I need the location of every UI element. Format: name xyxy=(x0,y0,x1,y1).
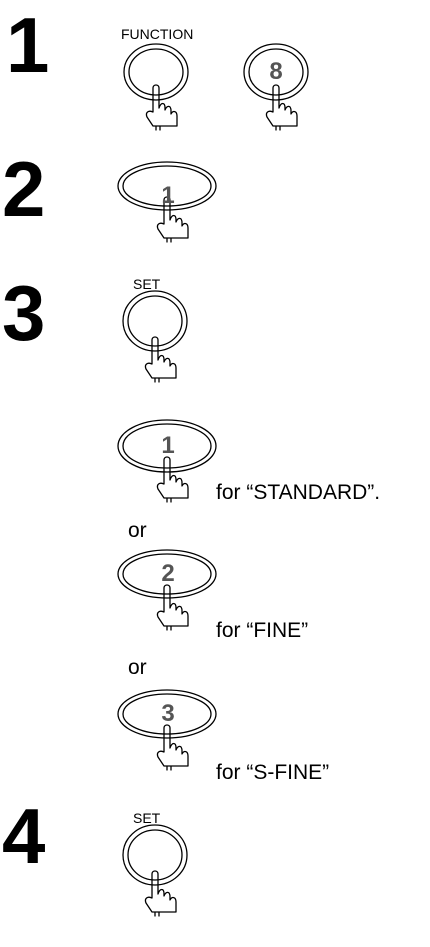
option-key-1[interactable]: 1 xyxy=(116,418,217,518)
pressing-hand-icon xyxy=(117,161,217,243)
step-number-2: 2 xyxy=(2,145,46,233)
function-key-label: FUNCTION xyxy=(121,26,194,42)
function-key[interactable] xyxy=(120,40,190,140)
pressing-hand-icon xyxy=(122,824,188,917)
step-number-3: 3 xyxy=(2,269,46,357)
pressing-hand-icon xyxy=(243,43,309,131)
option-text-s-fine: for “S-FINE” xyxy=(216,761,330,784)
set-key-label: SET xyxy=(133,276,161,292)
key-8[interactable]: 8 xyxy=(240,40,314,140)
pressing-hand-icon xyxy=(122,290,188,383)
option-key-2[interactable]: 2 xyxy=(116,549,217,650)
option-text-standard: for “STANDARD”. xyxy=(216,481,381,504)
key-1[interactable]: 1 xyxy=(116,160,217,260)
option-key-2-label: 2 xyxy=(161,560,175,587)
key-1-label: 1 xyxy=(161,182,175,209)
option-key-3-label: 3 xyxy=(161,700,175,727)
pressing-hand-icon xyxy=(117,419,217,503)
key-8-label: 8 xyxy=(269,58,283,85)
or-text: or xyxy=(128,656,147,679)
pressing-hand-icon xyxy=(123,43,189,131)
option-text-fine: for “FINE” xyxy=(216,619,309,642)
or-text: or xyxy=(128,519,147,542)
pressing-hand-icon xyxy=(117,549,217,631)
step-number-1: 1 xyxy=(6,1,50,89)
step-number-4: 4 xyxy=(2,792,46,880)
option-key-1-label: 1 xyxy=(161,432,175,459)
set-key[interactable] xyxy=(120,288,190,388)
set-key-label: SET xyxy=(133,810,161,826)
pressing-hand-icon xyxy=(117,689,217,771)
option-key-3[interactable]: 3 xyxy=(116,689,217,790)
set-key[interactable] xyxy=(120,822,190,922)
